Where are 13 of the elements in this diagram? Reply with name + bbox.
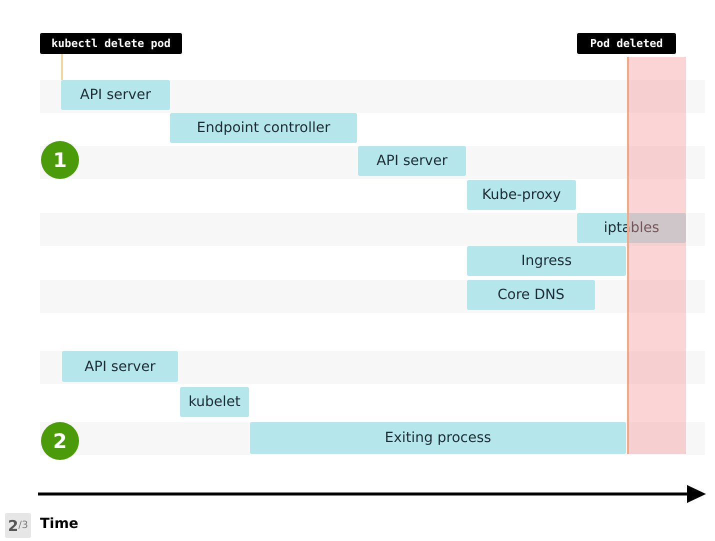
timeline-bar: API server [358, 146, 466, 176]
timeline-bar: Core DNS [467, 280, 595, 310]
timeline-bar: kubelet [180, 387, 249, 417]
timeline-bar: API server [61, 80, 170, 110]
connector-line [61, 54, 63, 80]
timeline-bar: Exiting process [250, 422, 626, 454]
axis-label: Time [40, 516, 78, 532]
status-tag: Pod deleted [577, 33, 676, 54]
timeline-bar: API server [62, 351, 178, 382]
command-tag: kubectl delete pod [40, 33, 182, 54]
timeline-bar: Kube-proxy [467, 180, 576, 210]
timeline-bar: Endpoint controller [170, 113, 357, 143]
timeline-bar: Ingress [467, 246, 626, 276]
